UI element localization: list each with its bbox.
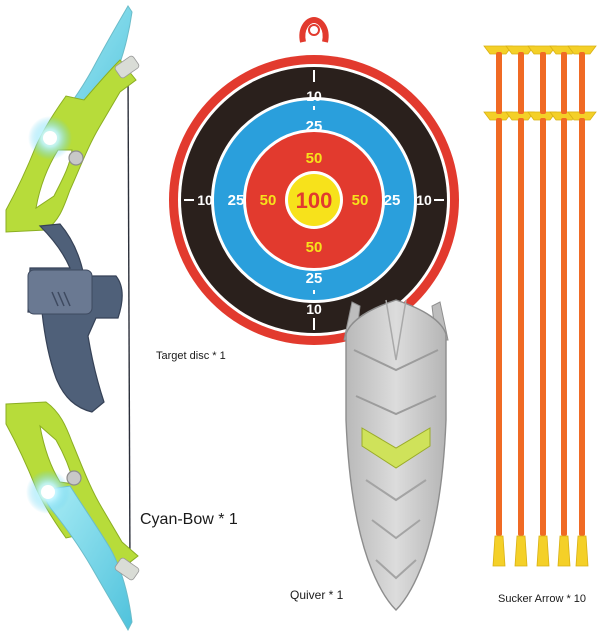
target-disc-caption: Target disc * 1 — [156, 350, 226, 362]
target-score-bottom-mid: 25 — [306, 270, 323, 287]
arrow-shaft-5 — [579, 52, 585, 114]
bow-upper-knob — [68, 150, 84, 166]
target-hanger — [299, 16, 329, 43]
target-score-top-mid: 25 — [306, 118, 323, 135]
target-score-top-outer: 10 — [306, 88, 322, 104]
bow-string — [127, 69, 131, 573]
bow-upper-frame — [5, 59, 137, 233]
target-score-center: 100 — [296, 188, 333, 213]
target-score-left-outer: 10 — [197, 192, 213, 208]
bow-upper-tip — [114, 55, 140, 79]
target-score-top-inner: 50 — [306, 150, 323, 167]
target-score-right-mid: 25 — [384, 192, 401, 209]
arrow-shaft-6 — [496, 118, 502, 536]
bow-grip — [27, 223, 123, 413]
target-bullseye — [288, 174, 340, 226]
bow-caption: Cyan-Bow * 1 — [140, 511, 238, 528]
arrow-fletchings-second — [483, 111, 597, 121]
arrow-suction-tips — [492, 535, 589, 567]
target-score-right-inner: 50 — [352, 192, 369, 209]
target-score-left-inner: 50 — [260, 192, 277, 209]
target-score-right-outer: 10 — [416, 192, 432, 208]
arrow-shaft-9 — [561, 118, 567, 536]
arrow-fletchings-top — [483, 45, 597, 55]
sucker-arrow-caption: Sucker Arrow * 10 — [498, 593, 587, 605]
quiver — [343, 299, 449, 611]
sucker-arrows — [483, 45, 597, 567]
arrow-shaft-2 — [518, 52, 524, 114]
arrow-shaft-1 — [496, 52, 502, 114]
target-score-bottom-inner: 50 — [306, 239, 323, 256]
quiver-visor — [361, 427, 431, 469]
arrow-shaft-8 — [540, 118, 546, 536]
bow-lower-tip — [114, 557, 140, 581]
quiver-caption: Quiver * 1 — [290, 588, 344, 602]
arrow-shafts — [496, 52, 585, 536]
target-score-left-mid: 25 — [228, 192, 245, 209]
bow-lower-knob — [66, 470, 82, 486]
bow-lower-frame — [5, 401, 139, 571]
bow — [5, 5, 140, 632]
target-disc: 10 25 50 100 50 25 10 10 25 50 50 25 10 — [169, 16, 459, 345]
arrow-shaft-7 — [518, 118, 524, 536]
target-score-bottom-outer: 10 — [306, 301, 322, 317]
bow-arrow-rest — [27, 269, 93, 315]
arrow-shaft-10 — [579, 118, 585, 536]
arrow-shaft-3 — [540, 52, 546, 114]
arrow-shaft-4 — [561, 52, 567, 114]
